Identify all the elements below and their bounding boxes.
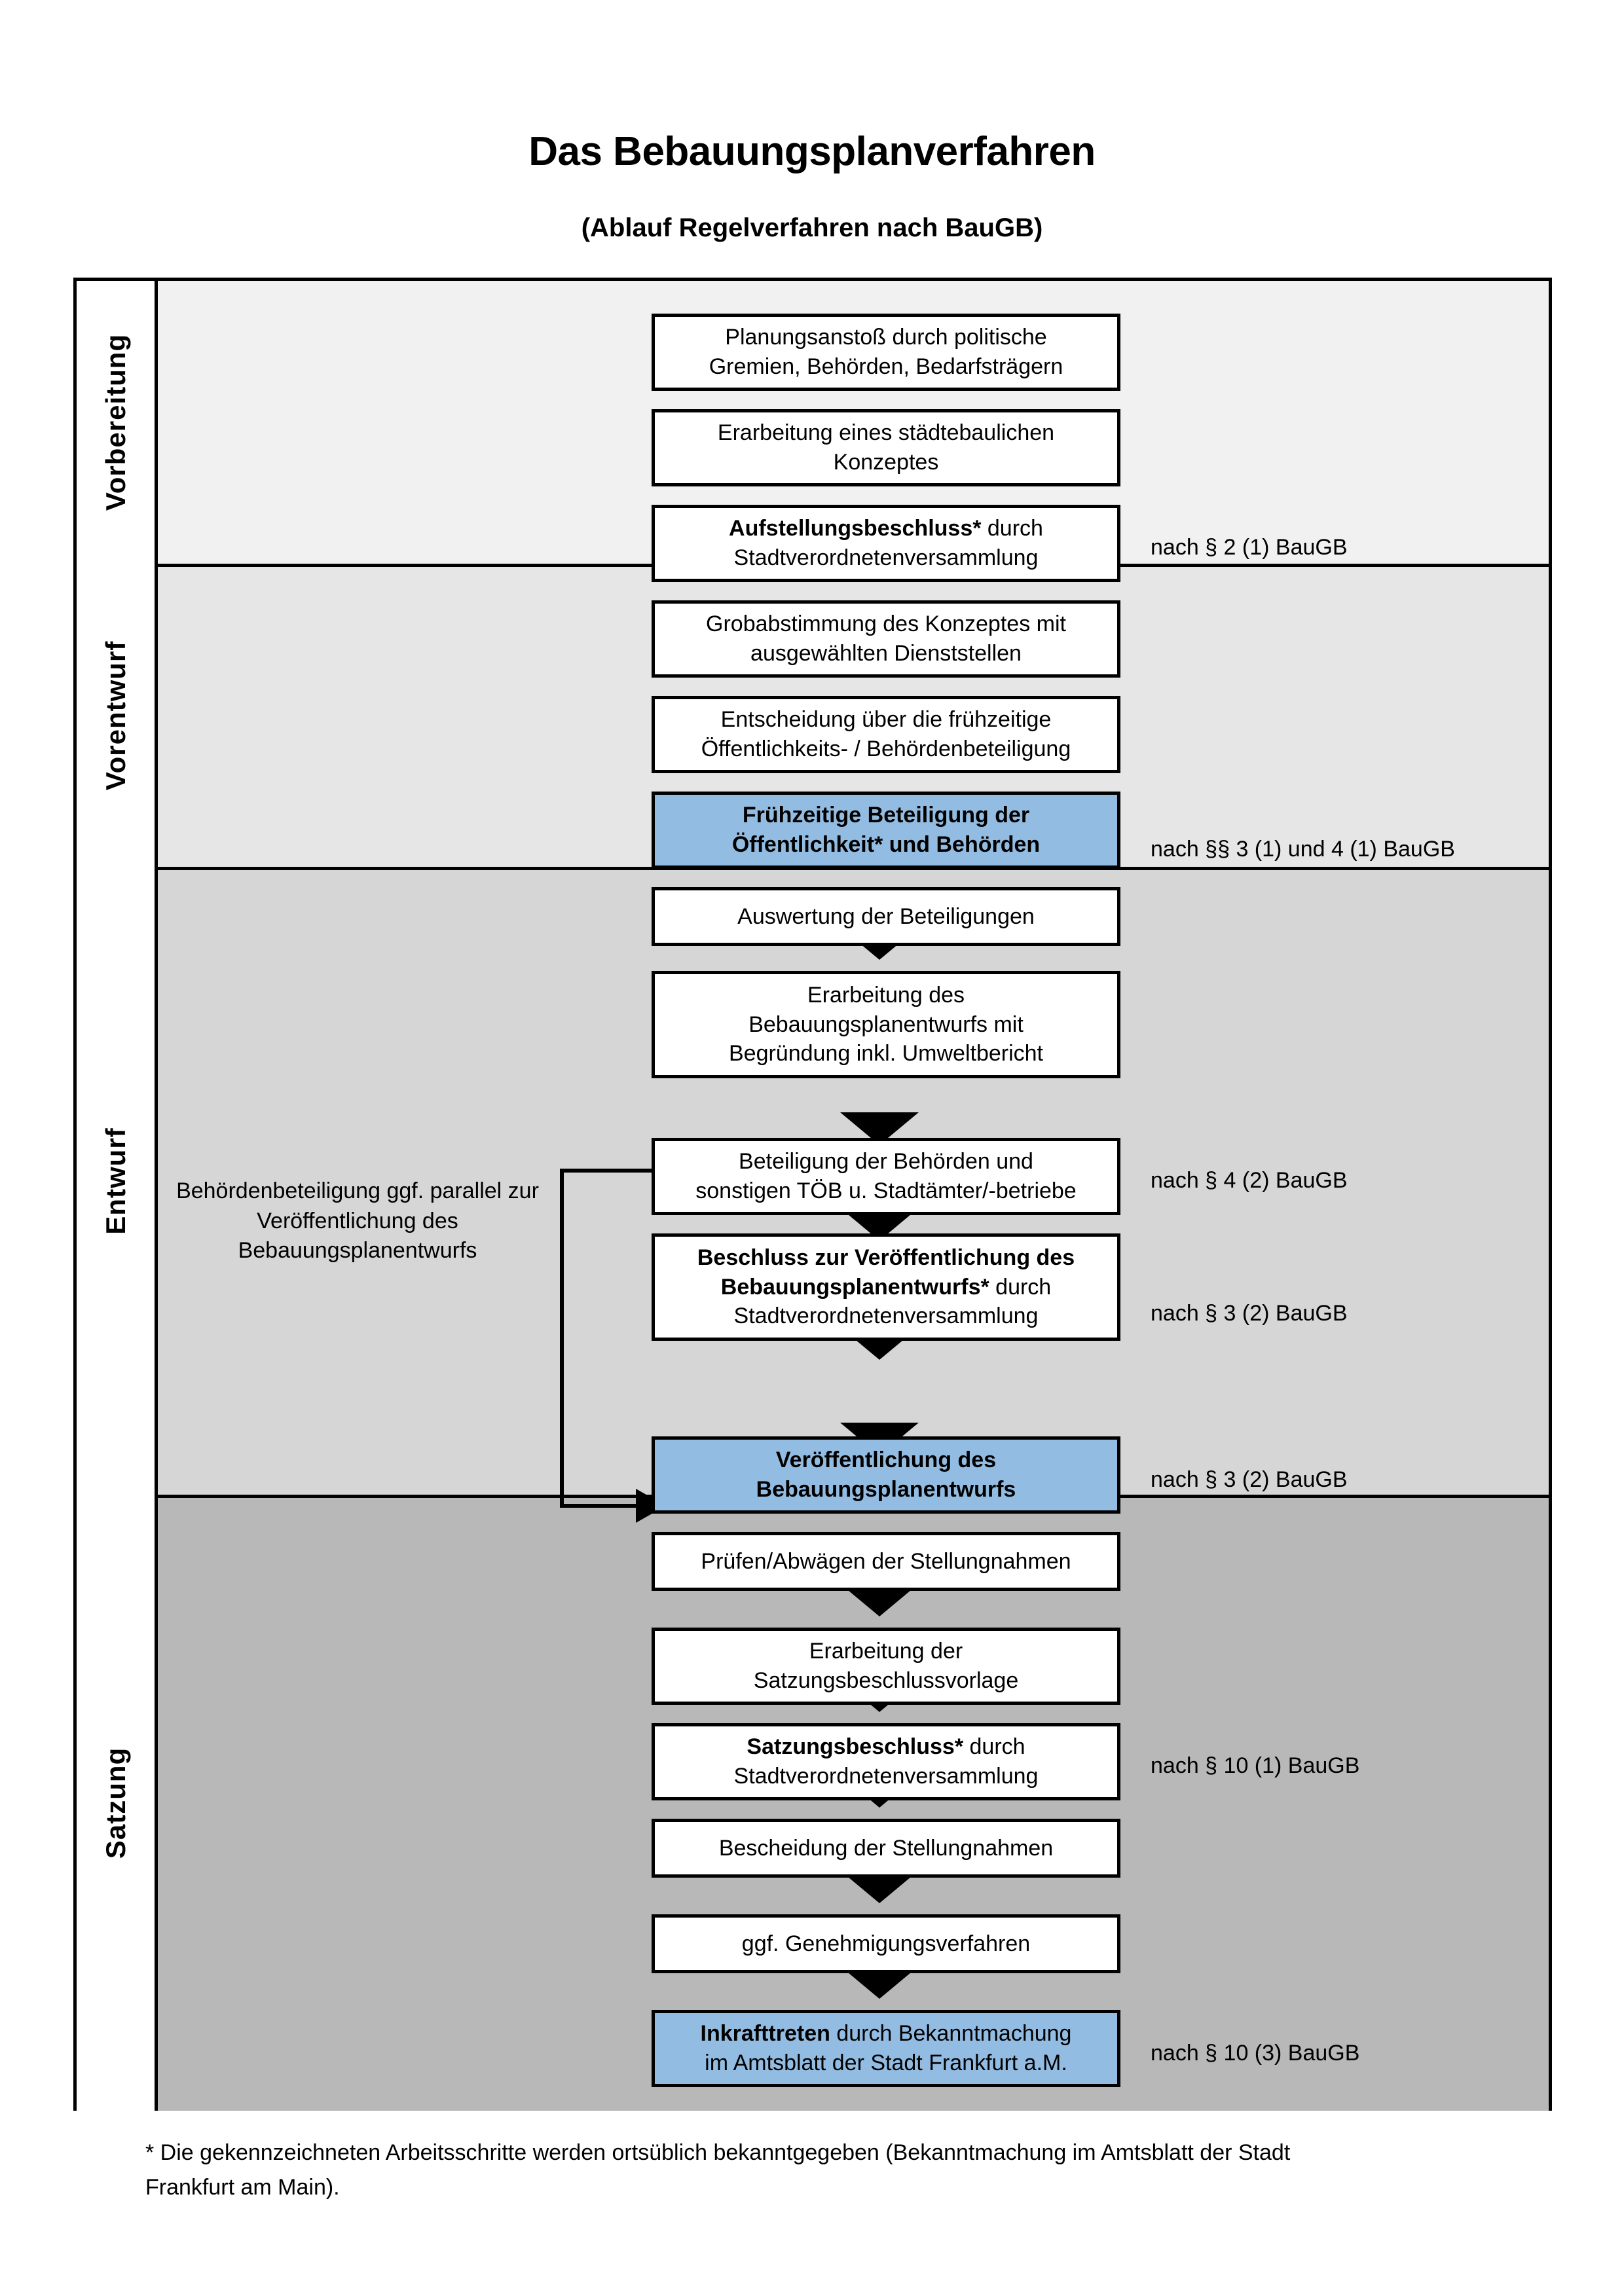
box-line: Begründung inkl. Umweltbericht bbox=[728, 1041, 1044, 1066]
phase-label-text: Vorbereitung bbox=[100, 333, 131, 511]
process-box-genehmigungsverfahren[interactable]: ggf. Genehmigungsverfahren bbox=[652, 1914, 1120, 1973]
legal-reference: nach § 3 (2) BauGB bbox=[1151, 1467, 1348, 1492]
box-line: Satzungsbeschlussvorlage bbox=[753, 1668, 1019, 1693]
box-line: Bebauungsplanentwurfs bbox=[756, 1475, 1016, 1504]
box-line-suffix: durch bbox=[981, 516, 1043, 541]
footnote-line: Frankfurt am Main). bbox=[145, 2174, 340, 2200]
box-line: Inkrafttreten durch Bekanntmachung bbox=[701, 2019, 1072, 2049]
process-box-planungsanstoss[interactable]: Planungsanstoß durch politische Gremien,… bbox=[652, 314, 1120, 391]
box-line: Stadtverordnetenversammlung bbox=[733, 1764, 1039, 1789]
box-line: Aufstellungsbeschluss* durch bbox=[729, 514, 1043, 543]
box-line: Bebauungsplanentwurfs mit bbox=[748, 1011, 1024, 1037]
process-box-aufstellungsbeschluss[interactable]: Aufstellungsbeschluss* durch Stadtverord… bbox=[652, 505, 1120, 582]
box-line: Frühzeitige Beteiligung der bbox=[732, 801, 1040, 830]
box-line-bold: Veröffentlichung des bbox=[775, 1448, 997, 1473]
phase-label-text: Entwurf bbox=[100, 1127, 131, 1235]
box-line: ausgewählten Dienststellen bbox=[750, 641, 1022, 666]
box-line: Öffentlichkeit* und Behörden bbox=[732, 830, 1040, 860]
page-subtitle: (Ablauf Regelverfahren nach BauGB) bbox=[581, 213, 1043, 242]
phase-label-vorentwurf: Vorentwurf bbox=[77, 564, 158, 867]
box-line: im Amtsblatt der Stadt Frankfurt a.M. bbox=[705, 2050, 1067, 2075]
box-line: Gremien, Behörden, Bedarfsträgern bbox=[709, 354, 1063, 379]
box-line: Stadtverordnetenversammlung bbox=[733, 1303, 1039, 1329]
box-line-suffix: durch Bekanntmachung bbox=[830, 2021, 1072, 2047]
box-line: Bebauungsplanentwurfs* durch bbox=[697, 1273, 1075, 1302]
phase-label-text: Vorentwurf bbox=[100, 640, 131, 790]
side-annotation-line: ggf. parallel zur bbox=[386, 1178, 539, 1203]
legal-reference: nach § 10 (1) BauGB bbox=[1151, 1753, 1360, 1778]
box-line-bold: Bebauungsplanentwurfs bbox=[756, 1477, 1016, 1502]
process-box-bescheidung-stellungnahmen[interactable]: Bescheidung der Stellungnahmen bbox=[652, 1819, 1120, 1878]
flowchart-content: Planungsanstoß durch politische Gremien,… bbox=[158, 281, 1549, 2107]
process-box-erarbeitung-bplanentwurf[interactable]: Erarbeitung des Bebauungsplanentwurfs mi… bbox=[652, 971, 1120, 1078]
process-box-staedtebauliches-konzept[interactable]: Erarbeitung eines städtebaulichen Konzep… bbox=[652, 409, 1120, 486]
box-line: Erarbeitung des bbox=[807, 982, 965, 1008]
bracket-top-segment bbox=[560, 1169, 659, 1173]
box-line: Beschluss zur Veröffentlichung des bbox=[697, 1243, 1075, 1273]
box-line: Stadtverordnetenversammlung bbox=[733, 545, 1039, 570]
side-annotation-line: Veröffentlichung des bbox=[257, 1208, 458, 1233]
legal-reference: nach § 2 (1) BauGB bbox=[1151, 535, 1348, 560]
box-line: Beteiligung der Behörden und bbox=[739, 1149, 1033, 1175]
box-line: Prüfen/Abwägen der Stellungnahmen bbox=[701, 1548, 1071, 1574]
legal-reference: nach § 3 (2) BauGB bbox=[1151, 1301, 1348, 1326]
phase-label-satzung: Satzung bbox=[77, 1495, 158, 2111]
process-box-pruefen-abwaegen[interactable]: Prüfen/Abwägen der Stellungnahmen bbox=[652, 1532, 1120, 1591]
box-line: sonstigen TÖB u. Stadtämter/-betriebe bbox=[695, 1178, 1077, 1203]
box-line: Planungsanstoß durch politische bbox=[725, 325, 1047, 350]
process-box-beteiligung-behoerden-toeb[interactable]: Beteiligung der Behörden und sonstigen T… bbox=[652, 1138, 1120, 1215]
page-title: Das Bebauungsplanverfahren bbox=[528, 129, 1096, 174]
phase-label-entwurf: Entwurf bbox=[77, 867, 158, 1495]
footnote-line: * Die gekennzeichneten Arbeitsschritte w… bbox=[145, 2140, 1291, 2165]
bracket-vertical-segment bbox=[560, 1169, 564, 1508]
box-line: Auswertung der Beteiligungen bbox=[737, 903, 1035, 929]
box-line-bold: Beschluss zur Veröffentlichung des bbox=[697, 1245, 1075, 1270]
box-line: Entscheidung über die frühzeitige bbox=[720, 707, 1052, 733]
process-box-erarbeitung-satzungsbeschlussvorlage[interactable]: Erarbeitung der Satzungsbeschlussvorlage bbox=[652, 1628, 1120, 1705]
side-annotation-line: Bebauungsplanentwurfs bbox=[238, 1238, 477, 1264]
process-box-veroeffentlichung-bplanentwurf[interactable]: Veröffentlichung des Bebauungsplanentwur… bbox=[652, 1436, 1120, 1514]
legal-reference: nach § 4 (2) BauGB bbox=[1151, 1168, 1348, 1193]
box-line: Erarbeitung der bbox=[809, 1639, 963, 1664]
bracket-bottom-segment bbox=[560, 1504, 640, 1508]
box-line: Konzeptes bbox=[833, 450, 939, 475]
process-box-inkrafttreten[interactable]: Inkrafttreten durch Bekanntmachung im Am… bbox=[652, 2010, 1120, 2087]
side-annotation-behoerdenbeteiligung: Behördenbeteiligung ggf. parallel zur Ve… bbox=[171, 1176, 544, 1266]
box-line: Satzungsbeschluss* durch bbox=[734, 1732, 1039, 1762]
box-line: Erarbeitung eines städtebaulichen bbox=[717, 420, 1055, 446]
box-line-bold: Öffentlichkeit* und Behörden bbox=[731, 832, 1041, 857]
legal-reference: nach § 10 (3) BauGB bbox=[1151, 2041, 1360, 2066]
box-line: Veröffentlichung des bbox=[756, 1446, 1016, 1475]
box-line: Bescheidung der Stellungnahmen bbox=[718, 1835, 1054, 1861]
footnote: * Die gekennzeichneten Arbeitsschritte w… bbox=[145, 2136, 1501, 2204]
process-box-fruehzeitige-beteiligung[interactable]: Frühzeitige Beteiligung der Öffentlichke… bbox=[652, 792, 1120, 869]
box-line: Öffentlichkeits- / Behördenbeteiligung bbox=[701, 737, 1071, 761]
box-line: ggf. Genehmigungsverfahren bbox=[741, 1931, 1031, 1956]
box-line-suffix: durch bbox=[989, 1274, 1052, 1300]
process-box-auswertung-beteiligungen[interactable]: Auswertung der Beteiligungen bbox=[652, 887, 1120, 946]
side-annotation-line: Behördenbeteiligung bbox=[176, 1178, 380, 1203]
process-box-grobabstimmung[interactable]: Grobabstimmung des Konzeptes mit ausgewä… bbox=[652, 600, 1120, 678]
legal-reference: nach §§ 3 (1) und 4 (1) BauGB bbox=[1151, 837, 1455, 862]
box-line-bold: Aufstellungsbeschluss* bbox=[729, 516, 982, 541]
process-box-beschluss-veroeffentlichung[interactable]: Beschluss zur Veröffentlichung des Bebau… bbox=[652, 1233, 1120, 1341]
box-line-bold: Bebauungsplanentwurfs* bbox=[720, 1274, 989, 1300]
box-line-bold: Frühzeitige Beteiligung der bbox=[742, 803, 1030, 828]
box-line-bold: Inkrafttreten bbox=[700, 2021, 830, 2047]
box-line-bold: Satzungsbeschluss* bbox=[747, 1734, 964, 1760]
flowchart-frame: Vorbereitung Vorentwurf Entwurf Satzung bbox=[73, 278, 1552, 2111]
phase-label-text: Satzung bbox=[100, 1747, 131, 1859]
box-line: Grobabstimmung des Konzeptes mit bbox=[706, 611, 1066, 637]
process-box-entscheidung-fruehzeitige-beteiligung[interactable]: Entscheidung über die frühzeitige Öffent… bbox=[652, 696, 1120, 773]
process-box-satzungsbeschluss[interactable]: Satzungsbeschluss* durch Stadtverordnete… bbox=[652, 1723, 1120, 1800]
box-line-suffix: durch bbox=[963, 1734, 1025, 1760]
phase-label-vorbereitung: Vorbereitung bbox=[77, 281, 158, 564]
